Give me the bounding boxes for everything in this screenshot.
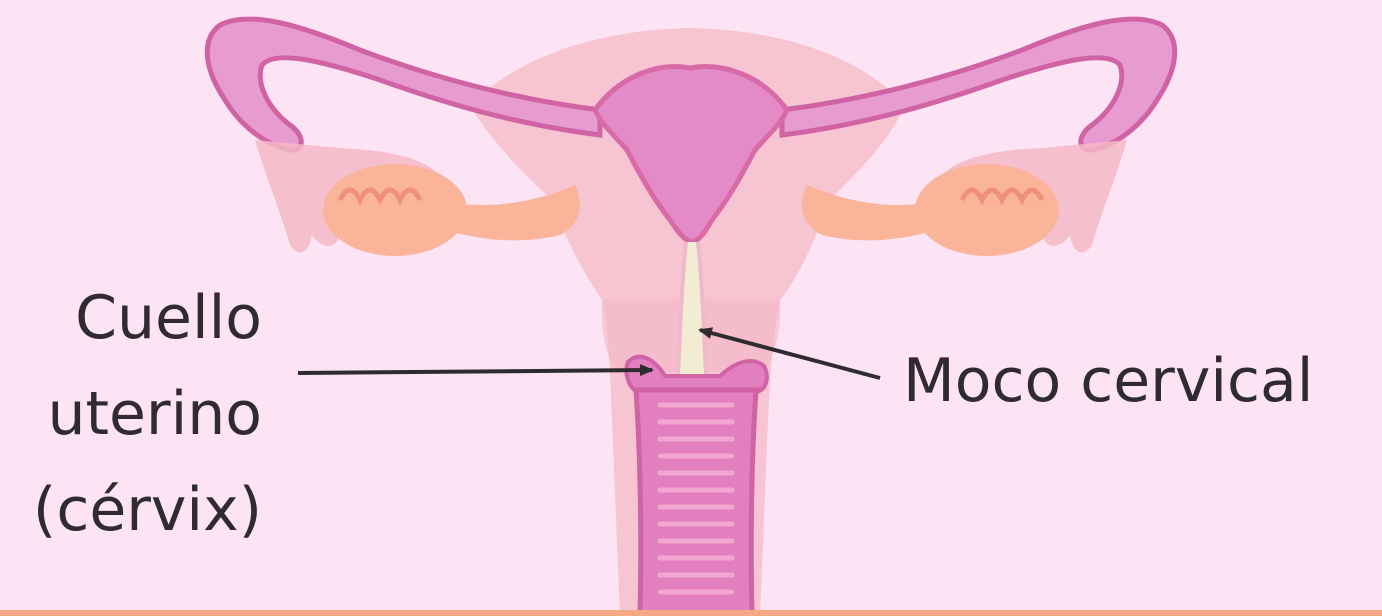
cervix-label-line-3: (cérvix) bbox=[33, 462, 262, 558]
cervix-label-line-1: Cuello bbox=[33, 270, 262, 366]
left-ovary bbox=[323, 164, 467, 256]
bottom-border bbox=[0, 610, 1382, 616]
cervical-mucus-label: Moco cervical bbox=[903, 336, 1313, 426]
cervix-label-line-2: uterino bbox=[33, 366, 262, 462]
cervix-pointer-arrow bbox=[298, 370, 652, 373]
cervix-label: Cuello uterino (cérvix) bbox=[33, 270, 262, 558]
right-ovary bbox=[915, 164, 1059, 256]
